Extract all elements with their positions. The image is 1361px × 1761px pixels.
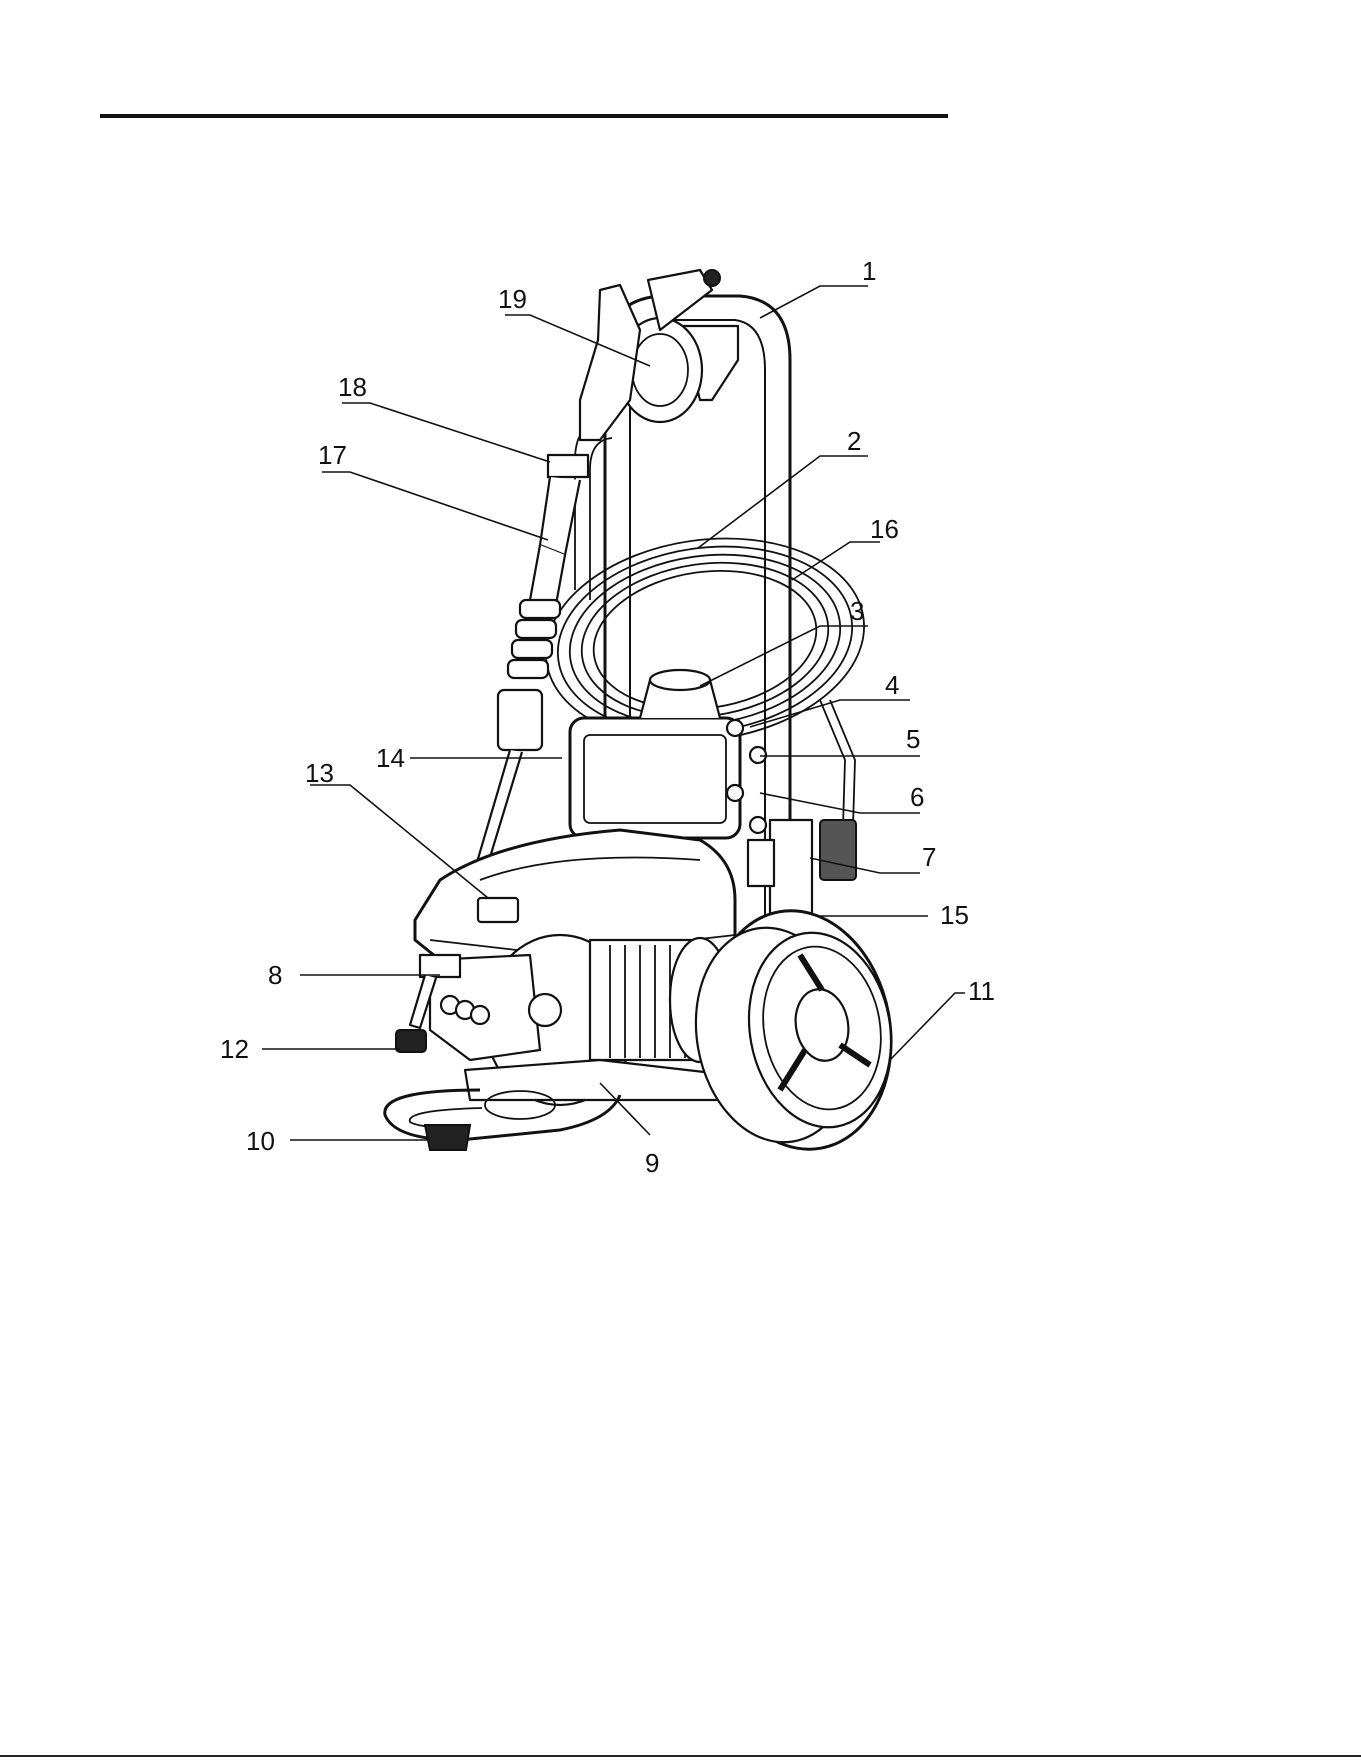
callout-11: 11 — [968, 976, 995, 1006]
machine-drawing — [385, 270, 910, 1164]
callout-8: 8 — [268, 960, 282, 990]
callout-19: 19 — [498, 284, 527, 314]
callout-9: 9 — [645, 1148, 659, 1178]
callout-5: 5 — [906, 724, 920, 754]
callout-10: 10 — [246, 1126, 275, 1156]
callout-2: 2 — [847, 426, 861, 456]
callout-1: 1 — [862, 256, 876, 286]
callout-13: 13 — [305, 758, 334, 788]
callout-12: 12 — [220, 1034, 249, 1064]
footer-rule — [0, 1755, 1361, 1757]
base-plate — [465, 1060, 730, 1100]
callout-4: 4 — [885, 670, 899, 700]
callout-3: 3 — [850, 596, 864, 626]
callout-6: 6 — [910, 782, 924, 812]
callout-7: 7 — [922, 842, 936, 872]
callout-16: 16 — [870, 514, 899, 544]
callout-18: 18 — [338, 372, 367, 402]
callout-14: 14 — [376, 743, 405, 773]
detergent-tank — [570, 670, 766, 838]
callout-15: 15 — [940, 900, 969, 930]
callout-17: 17 — [318, 440, 347, 470]
